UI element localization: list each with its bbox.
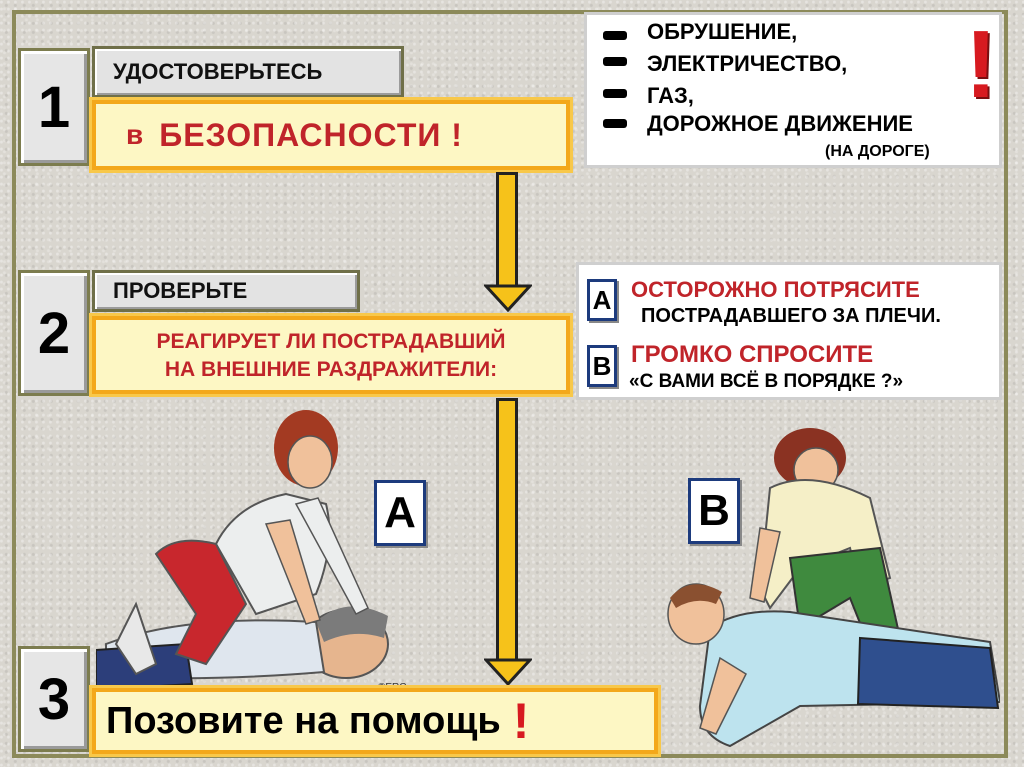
hazard-item: ЭЛЕКТРИЧЕСТВО, [647, 51, 848, 76]
check-a-title: ОСТОРОЖНО ПОТРЯСИТЕ [631, 277, 920, 302]
check-b-letter-text: В [592, 350, 612, 381]
hazard-item: ОБРУШЕНИЕ, [647, 19, 798, 44]
step1-box-text: БЕЗОПАСНОСТИ ! [159, 116, 463, 153]
step1-label-text: УДОСТОВЕРЬТЕСЬ [113, 59, 323, 84]
step2-label: ПРОВЕРЬТЕ [92, 270, 360, 312]
arrowhead-icon [484, 658, 532, 686]
check-b-text: «С ВАМИ ВСЁ В ПОРЯДКЕ ?» [629, 371, 904, 392]
arrow-down-icon [496, 398, 518, 662]
step-number-3-text: 3 [37, 666, 71, 732]
hazard-item: ДОРОЖНОЕ ДВИЖЕНИЕ [647, 111, 913, 136]
step-number-3: 3 [18, 646, 90, 752]
checks-box: А ОСТОРОЖНО ПОТРЯСИТЕ ПОСТРАДАВШЕГО ЗА П… [576, 262, 1002, 400]
step1-box-prefix: в [126, 119, 144, 150]
step2-box: РЕАГИРУЕТ ЛИ ПОСТРАДАВШИЙ НА ВНЕШНИЕ РАЗ… [92, 316, 570, 394]
arrow-down-icon [496, 172, 518, 288]
hazard-item: ГАЗ, [647, 83, 694, 108]
step1-label: УДОСТОВЕРЬТЕСЬ [92, 46, 404, 98]
dash-icon [603, 57, 627, 66]
check-b-title: ГРОМКО СПРОСИТЕ [631, 341, 874, 368]
illustration-asking-victim [667, 428, 1000, 748]
illustration-b-label: В [688, 478, 740, 544]
step3-box: Позовите на помощь ! [92, 688, 658, 754]
step3-text: Позовите на помощь [106, 699, 501, 742]
step-number-1-text: 1 [37, 74, 71, 140]
step1-box: в БЕЗОПАСНОСТИ ! [92, 100, 570, 170]
step-number-2-text: 2 [37, 300, 71, 366]
step-number-1: 1 [18, 48, 90, 166]
hazards-box: ОБРУШЕНИЕ, ЭЛЕКТРИЧЕСТВО, ГАЗ, ДОРОЖНОЕ … [584, 12, 1002, 168]
warning-exclamation-icon: ! [965, 11, 997, 118]
dash-icon [603, 89, 627, 98]
slide-frame [12, 10, 1008, 758]
dash-icon [603, 119, 627, 128]
arrowhead-icon [484, 284, 532, 312]
step2-label-text: ПРОВЕРЬТЕ [113, 278, 248, 303]
check-a-letter: А [587, 279, 617, 321]
illustration-a-label: А [374, 480, 426, 546]
illustration-b-label-text: В [698, 486, 730, 535]
hazard-note: (НА ДОРОГЕ) [825, 143, 930, 160]
illustration-a-label-text: А [384, 488, 416, 537]
check-a-letter-text: А [592, 284, 612, 315]
step-number-2: 2 [18, 270, 90, 396]
step2-box-line2: НА ВНЕШНИЕ РАЗДРАЖИТЕЛИ: [164, 358, 498, 381]
illustration-credit: ©ERC [378, 682, 406, 693]
illustration-shaking-victim: ©ERC [96, 410, 406, 693]
step2-box-line1: РЕАГИРУЕТ ЛИ ПОСТРАДАВШИЙ [156, 330, 506, 353]
check-b-letter: В [587, 345, 617, 387]
step3-exclamation-icon: ! [512, 693, 530, 749]
check-a-text: ПОСТРАДАВШЕГО ЗА ПЛЕЧИ. [641, 305, 941, 327]
dash-icon [603, 31, 627, 40]
